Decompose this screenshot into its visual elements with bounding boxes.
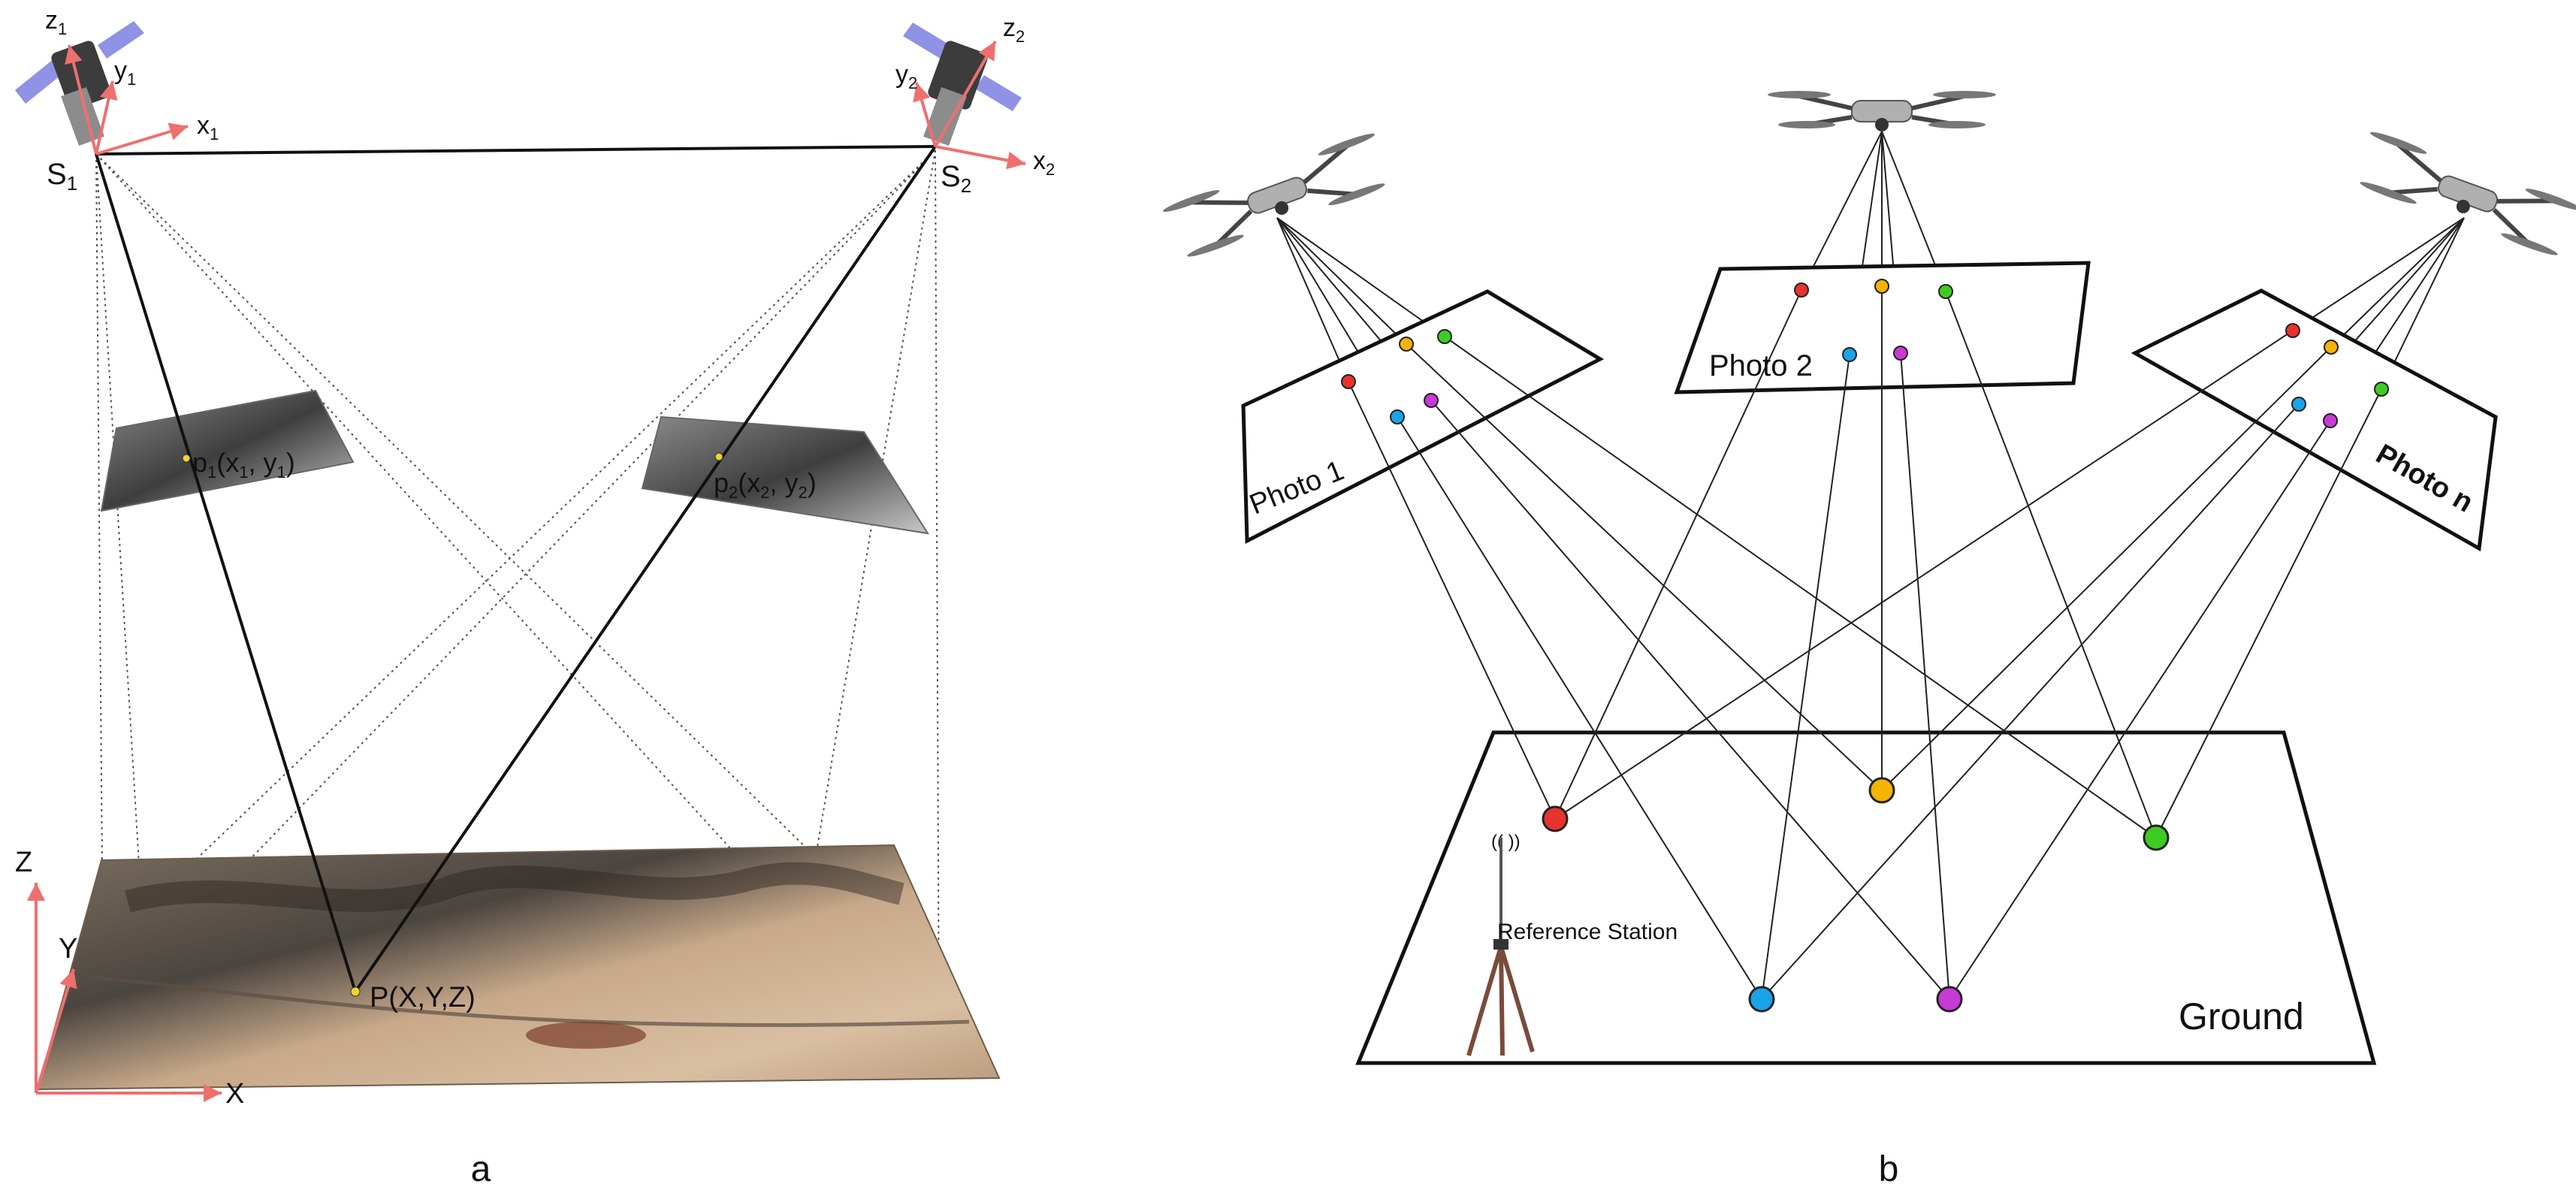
- label-p2: p2(x2, y2): [714, 467, 817, 502]
- photo-2-point-cyan: [1842, 347, 1857, 362]
- panel-b-caption: b: [1879, 1149, 1899, 1189]
- camera-axes-s1: [65, 44, 189, 156]
- label-s2: S2: [941, 160, 971, 197]
- gcp-green: [2143, 824, 2170, 851]
- world-axis-z-label: Z: [15, 847, 32, 878]
- label-p1: p1(x1, y1): [192, 447, 295, 482]
- axis-z2-label: z2: [1003, 14, 1025, 46]
- panel-a-caption: a: [471, 1149, 491, 1189]
- photo-1-plane: [1241, 289, 1605, 545]
- ground-label: Ground: [2179, 995, 2304, 1037]
- ground-point-P: [350, 986, 361, 997]
- reference-station-icon: (( )): [1466, 832, 1535, 1056]
- panel-b: (( )) Photo 1 Photo 2 Photo n Reference …: [1163, 91, 2576, 1189]
- photo-n-plane: [2131, 288, 2498, 552]
- gcp-red: [1542, 805, 1569, 832]
- photo-2-point-yellow: [1874, 279, 1889, 294]
- world-axis-x-label: X: [225, 1078, 244, 1110]
- photo-1-point-magenta: [1424, 393, 1439, 408]
- photo-n-point-cyan: [2291, 397, 2306, 412]
- photo-n-points: [2285, 323, 2389, 428]
- photo-1-point-red: [1341, 374, 1356, 389]
- image-point-p1: [182, 454, 191, 463]
- photo-2-point-red: [1794, 282, 1809, 297]
- reference-station-label: Reference Station: [1497, 920, 1678, 944]
- terrain-plane: [36, 844, 1001, 1091]
- label-ground-point: P(X,Y,Z): [370, 982, 476, 1013]
- ground-control-points: [1542, 777, 2170, 1013]
- photo-n-point-green: [2374, 382, 2389, 397]
- photo-2-point-green: [1938, 284, 1953, 299]
- gcp-magenta: [1936, 986, 1963, 1013]
- drone-2-icon: [1768, 91, 1996, 131]
- label-s1: S1: [47, 158, 77, 195]
- satellite-1-icon: [15, 21, 144, 146]
- gcp-yellow: [1868, 777, 1895, 804]
- axis-y1-label: y1: [114, 56, 136, 89]
- collinearity-rays: [95, 145, 937, 993]
- baseline: [95, 145, 936, 156]
- image-point-p2: [714, 452, 723, 461]
- ground-plane: [1355, 730, 2377, 1065]
- photo-n-point-magenta: [2323, 413, 2338, 428]
- photo-n-point-red: [2285, 323, 2300, 338]
- photo-2-point-magenta: [1893, 346, 1908, 361]
- image-plane-2: [641, 415, 930, 535]
- image-plane-1: [100, 389, 355, 512]
- photo-1-point-green: [1437, 329, 1452, 344]
- svg-text:(( )): (( )): [1491, 832, 1521, 852]
- camera-axes-s2: [913, 41, 1026, 170]
- world-axes: [27, 883, 222, 1102]
- photo-1-point-cyan: [1390, 409, 1405, 424]
- panel-a: S1 S2 z1 y1 x1 z2 y2 x2 p1(x1, y1) p2(x2…: [15, 6, 1055, 1189]
- drone-n-icon: [2360, 131, 2576, 255]
- world-axis-y-label: Y: [59, 933, 77, 965]
- photo-1-points: [1341, 329, 1452, 424]
- axis-y2-label: y2: [895, 60, 917, 92]
- photo-2-label: Photo 2: [1709, 349, 1813, 382]
- gcp-cyan: [1748, 986, 1775, 1013]
- axis-x2-label: x2: [1033, 146, 1055, 179]
- photo-2-points: [1794, 279, 1953, 362]
- photo-n-point-yellow: [2324, 340, 2339, 355]
- photo-ground-rays: [1348, 286, 2382, 1000]
- drone-1-icon: [1163, 133, 1385, 257]
- axis-x1-label: x1: [197, 111, 219, 143]
- photo-1-point-yellow: [1399, 337, 1414, 352]
- axis-z1-label: z1: [45, 6, 67, 38]
- satellite-2-icon: [903, 23, 1022, 146]
